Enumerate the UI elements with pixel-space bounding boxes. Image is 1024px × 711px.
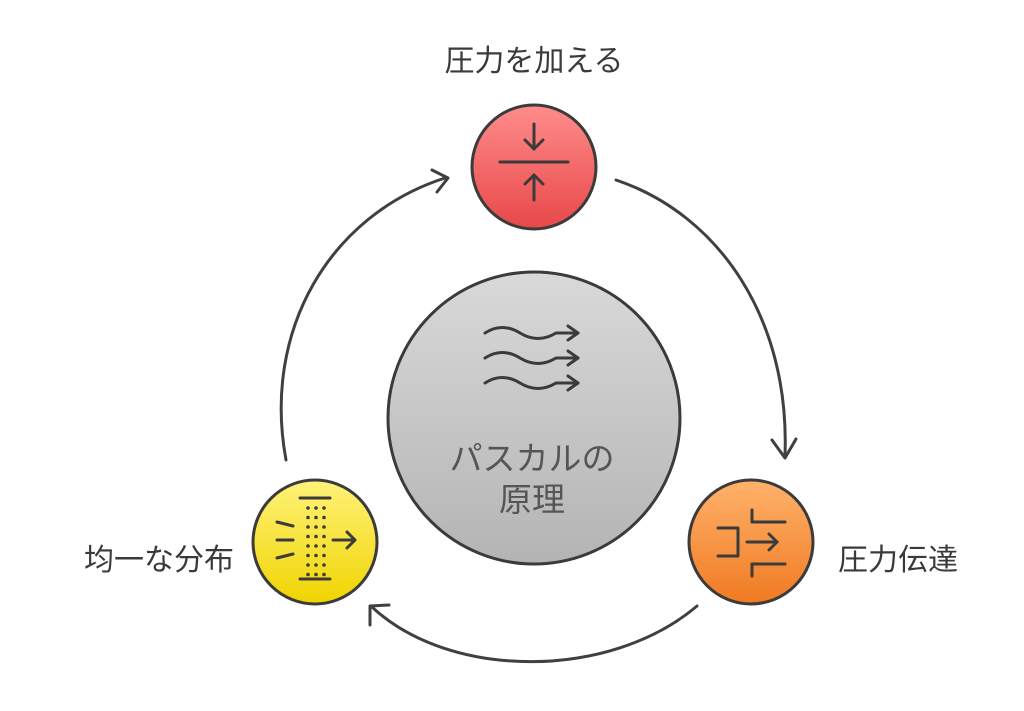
dot <box>322 553 326 558</box>
center-title-line2: 原理 <box>499 480 565 519</box>
node-pressure-transmission-label: 圧力伝達 <box>838 543 958 578</box>
center-title-line1: パスカルの <box>450 439 615 478</box>
center-circle <box>386 270 682 566</box>
dot <box>322 572 326 577</box>
node-apply-pressure-circle <box>470 103 598 231</box>
node-apply-pressure-label: 圧力を加える <box>444 44 623 79</box>
dot <box>314 506 318 510</box>
arrow-orange-to-yellow-head <box>368 603 391 627</box>
dot <box>314 525 318 529</box>
dot <box>306 553 310 558</box>
distribute-dots-icon <box>275 496 357 581</box>
dot <box>322 515 326 520</box>
dot <box>314 544 318 548</box>
node-apply-pressure: 圧力を加える <box>444 44 624 231</box>
dot <box>306 544 310 548</box>
dot <box>322 534 326 539</box>
node-pressure-transmission: 圧力伝達 <box>687 478 958 606</box>
dot <box>306 563 310 567</box>
dot <box>322 544 326 548</box>
wind-waves-icon <box>483 324 580 392</box>
dot <box>306 515 310 520</box>
dot-grid <box>306 506 326 577</box>
dot <box>314 534 318 539</box>
dot <box>306 534 310 539</box>
dot <box>322 506 326 510</box>
dot <box>322 525 326 529</box>
arrow-red-to-orange <box>614 178 787 457</box>
arrow-yellow-to-red-head <box>430 168 450 194</box>
node-uniform-distribution-circle <box>251 478 379 606</box>
node-uniform-distribution: 均一な分布 <box>84 478 379 606</box>
dot <box>306 506 310 510</box>
dot <box>306 525 310 529</box>
arrow-red-to-orange-head <box>770 437 798 460</box>
transfer-arrow-icon <box>716 508 787 578</box>
dot <box>314 563 318 567</box>
dot <box>314 572 318 577</box>
dot <box>314 515 318 520</box>
arrow-yellow-to-red <box>279 176 447 462</box>
arrow-orange-to-yellow <box>370 604 699 664</box>
dot <box>306 572 310 577</box>
dot <box>314 553 318 558</box>
center-node: パスカルの 原理 <box>386 270 682 566</box>
dot <box>322 563 326 567</box>
compress-arrows-icon <box>498 122 570 202</box>
cycle-arrows <box>279 168 798 664</box>
node-uniform-distribution-label: 均一な分布 <box>84 543 234 578</box>
